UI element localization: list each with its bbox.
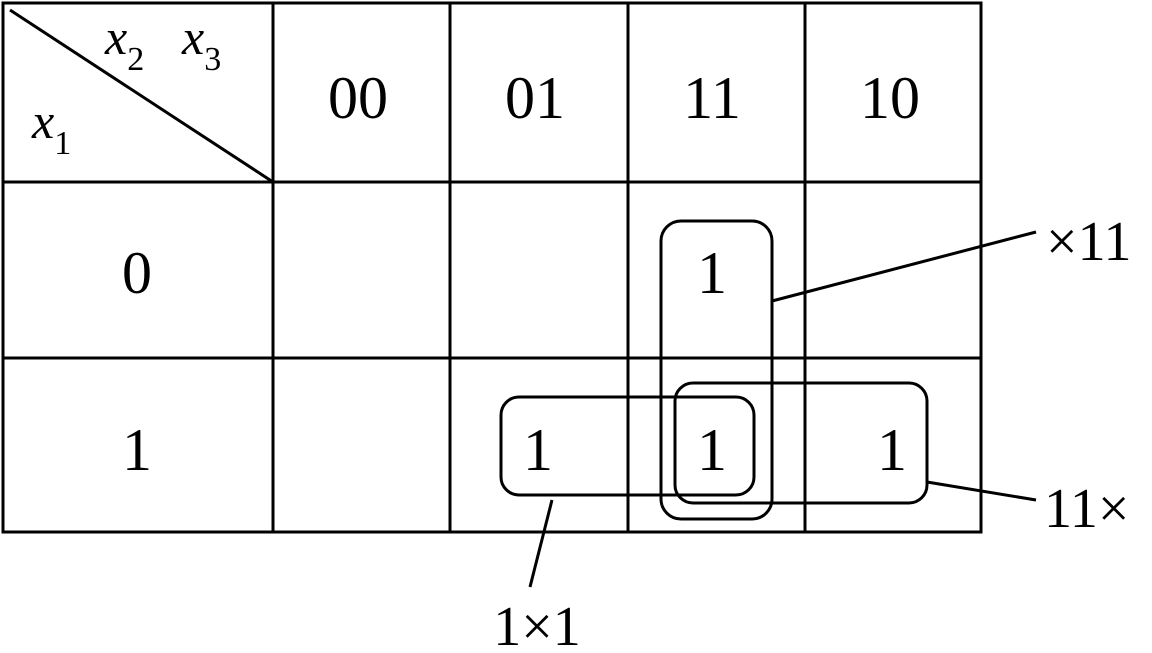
group-loops [499, 219, 929, 521]
group-labels: ×11 11× 1×1 [493, 211, 1131, 653]
group-label-x11: ×11 [1046, 211, 1132, 273]
col-header: 01 [505, 65, 565, 131]
row-var-x1: x1 [31, 93, 71, 162]
cell-r1-c11: 1 [697, 417, 727, 483]
corner-variables: x2 x3 x1 [31, 9, 221, 162]
row-header: 1 [122, 417, 152, 483]
group-loop-x11 [659, 219, 774, 521]
group-loop-11x [673, 381, 929, 505]
col-header: 10 [860, 65, 920, 131]
column-headers: 00 01 11 10 [328, 65, 920, 131]
grid-outer-border [1, 1, 983, 534]
col-var-x2: x2 [104, 9, 144, 78]
leader-line-11x [926, 480, 1037, 502]
corner-diagonal [9, 8, 274, 184]
leader-lines [528, 230, 1037, 588]
col-var-x3: x3 [181, 9, 221, 78]
row-headers: 0 1 [122, 240, 152, 483]
group-loop-1x1 [499, 395, 756, 497]
row-header: 0 [122, 240, 152, 306]
cell-r0-c11: 1 [697, 240, 727, 306]
kmap-grid [1, 1, 983, 534]
group-label-11x: 11× [1044, 478, 1130, 540]
cell-r1-c10: 1 [877, 417, 907, 483]
col-header: 11 [683, 65, 741, 131]
cell-values: 1 1 1 1 [523, 240, 907, 483]
leader-line-x11 [771, 230, 1037, 303]
col-header: 00 [328, 65, 388, 131]
cell-r1-c01: 1 [523, 417, 553, 483]
leader-line-1x1 [528, 499, 554, 588]
group-label-1x1: 1×1 [493, 596, 581, 653]
